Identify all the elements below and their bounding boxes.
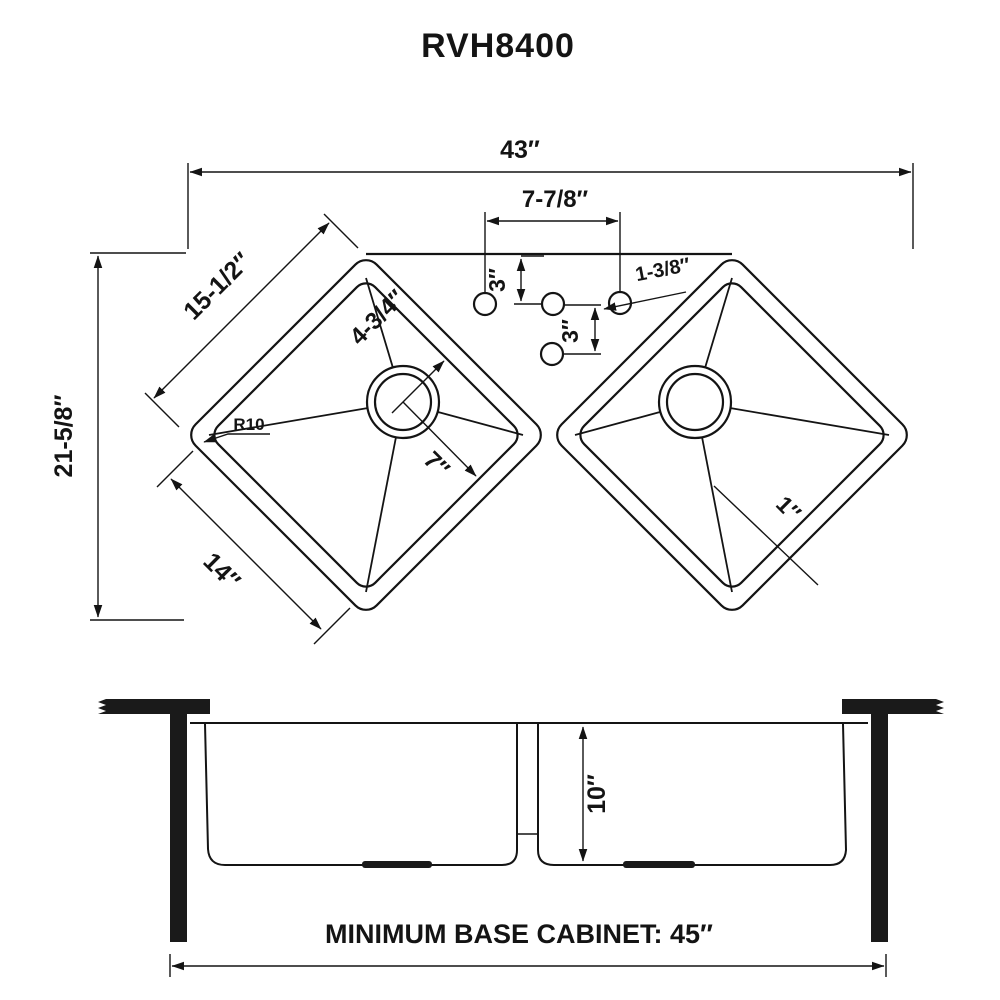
cabinet-wall-left (170, 714, 187, 942)
dim-bowl-inner-edge-label: 14″ (198, 547, 246, 595)
dim-faucet-span-label: 7-7/8″ (522, 186, 589, 213)
dim-hole-spacing-label: 3″ (557, 319, 583, 343)
cabinet-wall-right (871, 714, 888, 942)
faucet-hole-3 (607, 290, 633, 316)
dim-overall-depth: 21-5/8″ (50, 252, 186, 621)
faucet-hole-4 (539, 341, 565, 367)
dim-hole-to-rim: 3″ (484, 255, 544, 305)
dim-base-cabinet: MINIMUM BASE CABINET: 45″ (169, 919, 887, 977)
faucet-hole-1 (472, 291, 498, 317)
dim-hole-spacing: 3″ (557, 304, 601, 355)
countertop-left (98, 699, 210, 714)
label-corner-radius: R10 (203, 415, 270, 443)
dim-hole-diameter-label: 1-3/8″ (634, 254, 693, 286)
dim-overall-width: 43″ (187, 136, 914, 249)
dim-faucet-span: 7-7/8″ (484, 186, 621, 292)
section-right-drain (623, 861, 695, 868)
plan-view: 43″ 21-5/8″ 7-7/8″ 3″ 3″ (50, 136, 914, 645)
dim-overall-width-label: 43″ (500, 136, 540, 164)
section-view: 10″ MINIMUM BASE CABINET: 45″ (98, 699, 944, 977)
dim-hole-to-rim-label: 3″ (484, 268, 510, 292)
label-corner-radius-text: R10 (233, 415, 264, 434)
left-bowl-creases (208, 277, 524, 593)
dim-bowl-outer-edge-label: 15-1/2″ (178, 247, 256, 325)
section-left-bowl (204, 723, 518, 866)
dim-bowl-depth-label: 10″ (583, 774, 611, 814)
section-left-drain (362, 861, 432, 868)
cabinet-note: MINIMUM BASE CABINET: 45″ (325, 919, 713, 949)
dim-overall-depth-label: 21-5/8″ (50, 395, 78, 478)
right-drain (657, 364, 733, 440)
faucet-hole-2 (540, 291, 566, 317)
right-bowl-creases (574, 277, 890, 593)
countertop-right (842, 699, 944, 714)
dim-bowl-depth: 10″ (578, 726, 611, 862)
right-bowl-inner-edge (579, 282, 885, 588)
page-title: RVH8400 (421, 27, 575, 65)
